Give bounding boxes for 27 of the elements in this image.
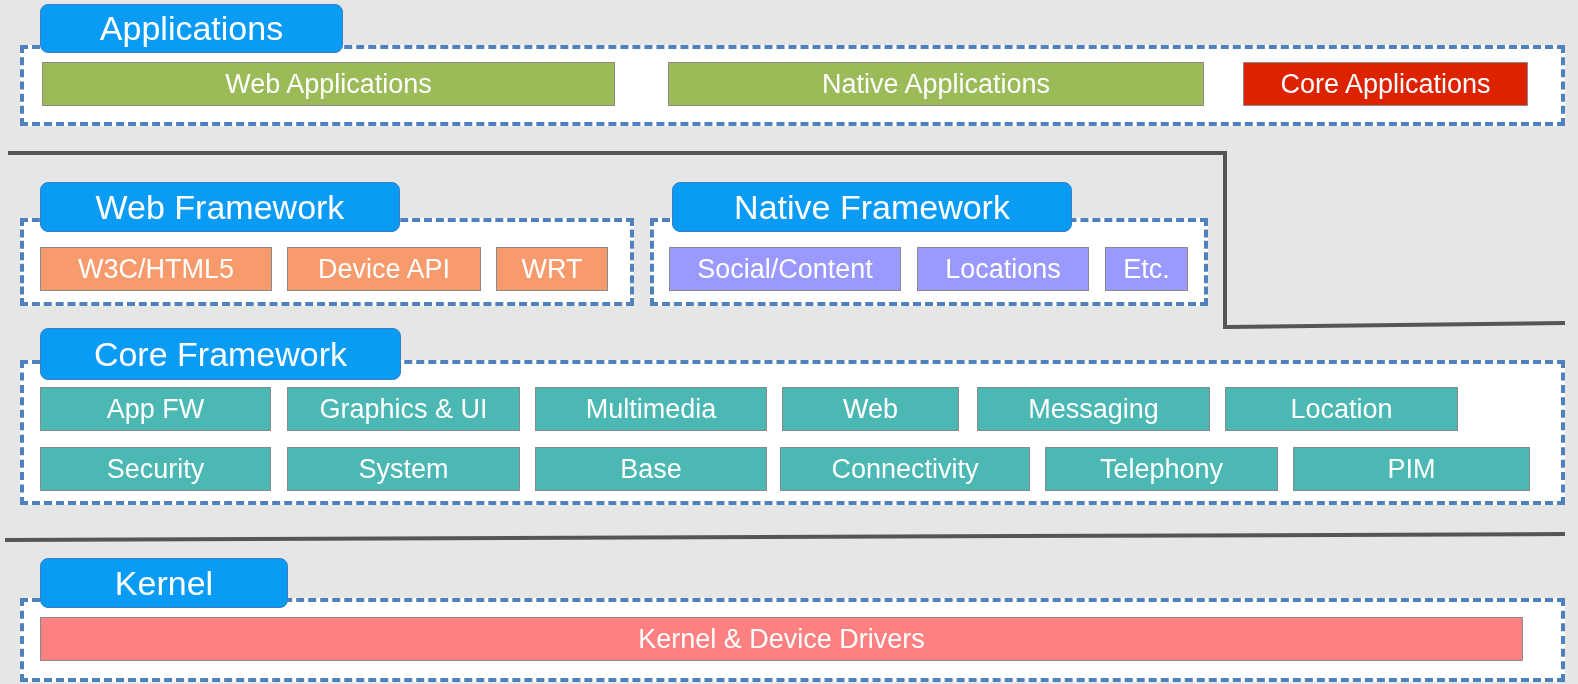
- component-box: Messaging: [977, 387, 1210, 431]
- layer-title: Kernel: [40, 558, 288, 608]
- component-box: Security: [40, 447, 271, 491]
- component-box: Locations: [917, 247, 1089, 291]
- component-box: Device API: [287, 247, 481, 291]
- component-box: Multimedia: [535, 387, 767, 431]
- component-box: Location: [1225, 387, 1458, 431]
- layer-title: Core Framework: [40, 328, 401, 380]
- component-box: Web: [782, 387, 959, 431]
- component-box: Native Applications: [668, 62, 1204, 106]
- component-box: PIM: [1293, 447, 1530, 491]
- component-box: Web Applications: [42, 62, 615, 106]
- layer-title: Native Framework: [672, 182, 1072, 232]
- layer-title: Web Framework: [40, 182, 400, 232]
- component-box: Telephony: [1045, 447, 1278, 491]
- component-box: WRT: [496, 247, 608, 291]
- component-box: Social/Content: [669, 247, 901, 291]
- component-box: Etc.: [1105, 247, 1188, 291]
- component-box: Graphics & UI: [287, 387, 520, 431]
- layer-title: Applications: [40, 4, 343, 53]
- component-box: Base: [535, 447, 767, 491]
- component-box: Core Applications: [1243, 62, 1528, 106]
- component-box: App FW: [40, 387, 271, 431]
- component-box: Connectivity: [780, 447, 1030, 491]
- component-box: W3C/HTML5: [40, 247, 272, 291]
- component-box: Kernel & Device Drivers: [40, 617, 1523, 661]
- component-box: System: [287, 447, 520, 491]
